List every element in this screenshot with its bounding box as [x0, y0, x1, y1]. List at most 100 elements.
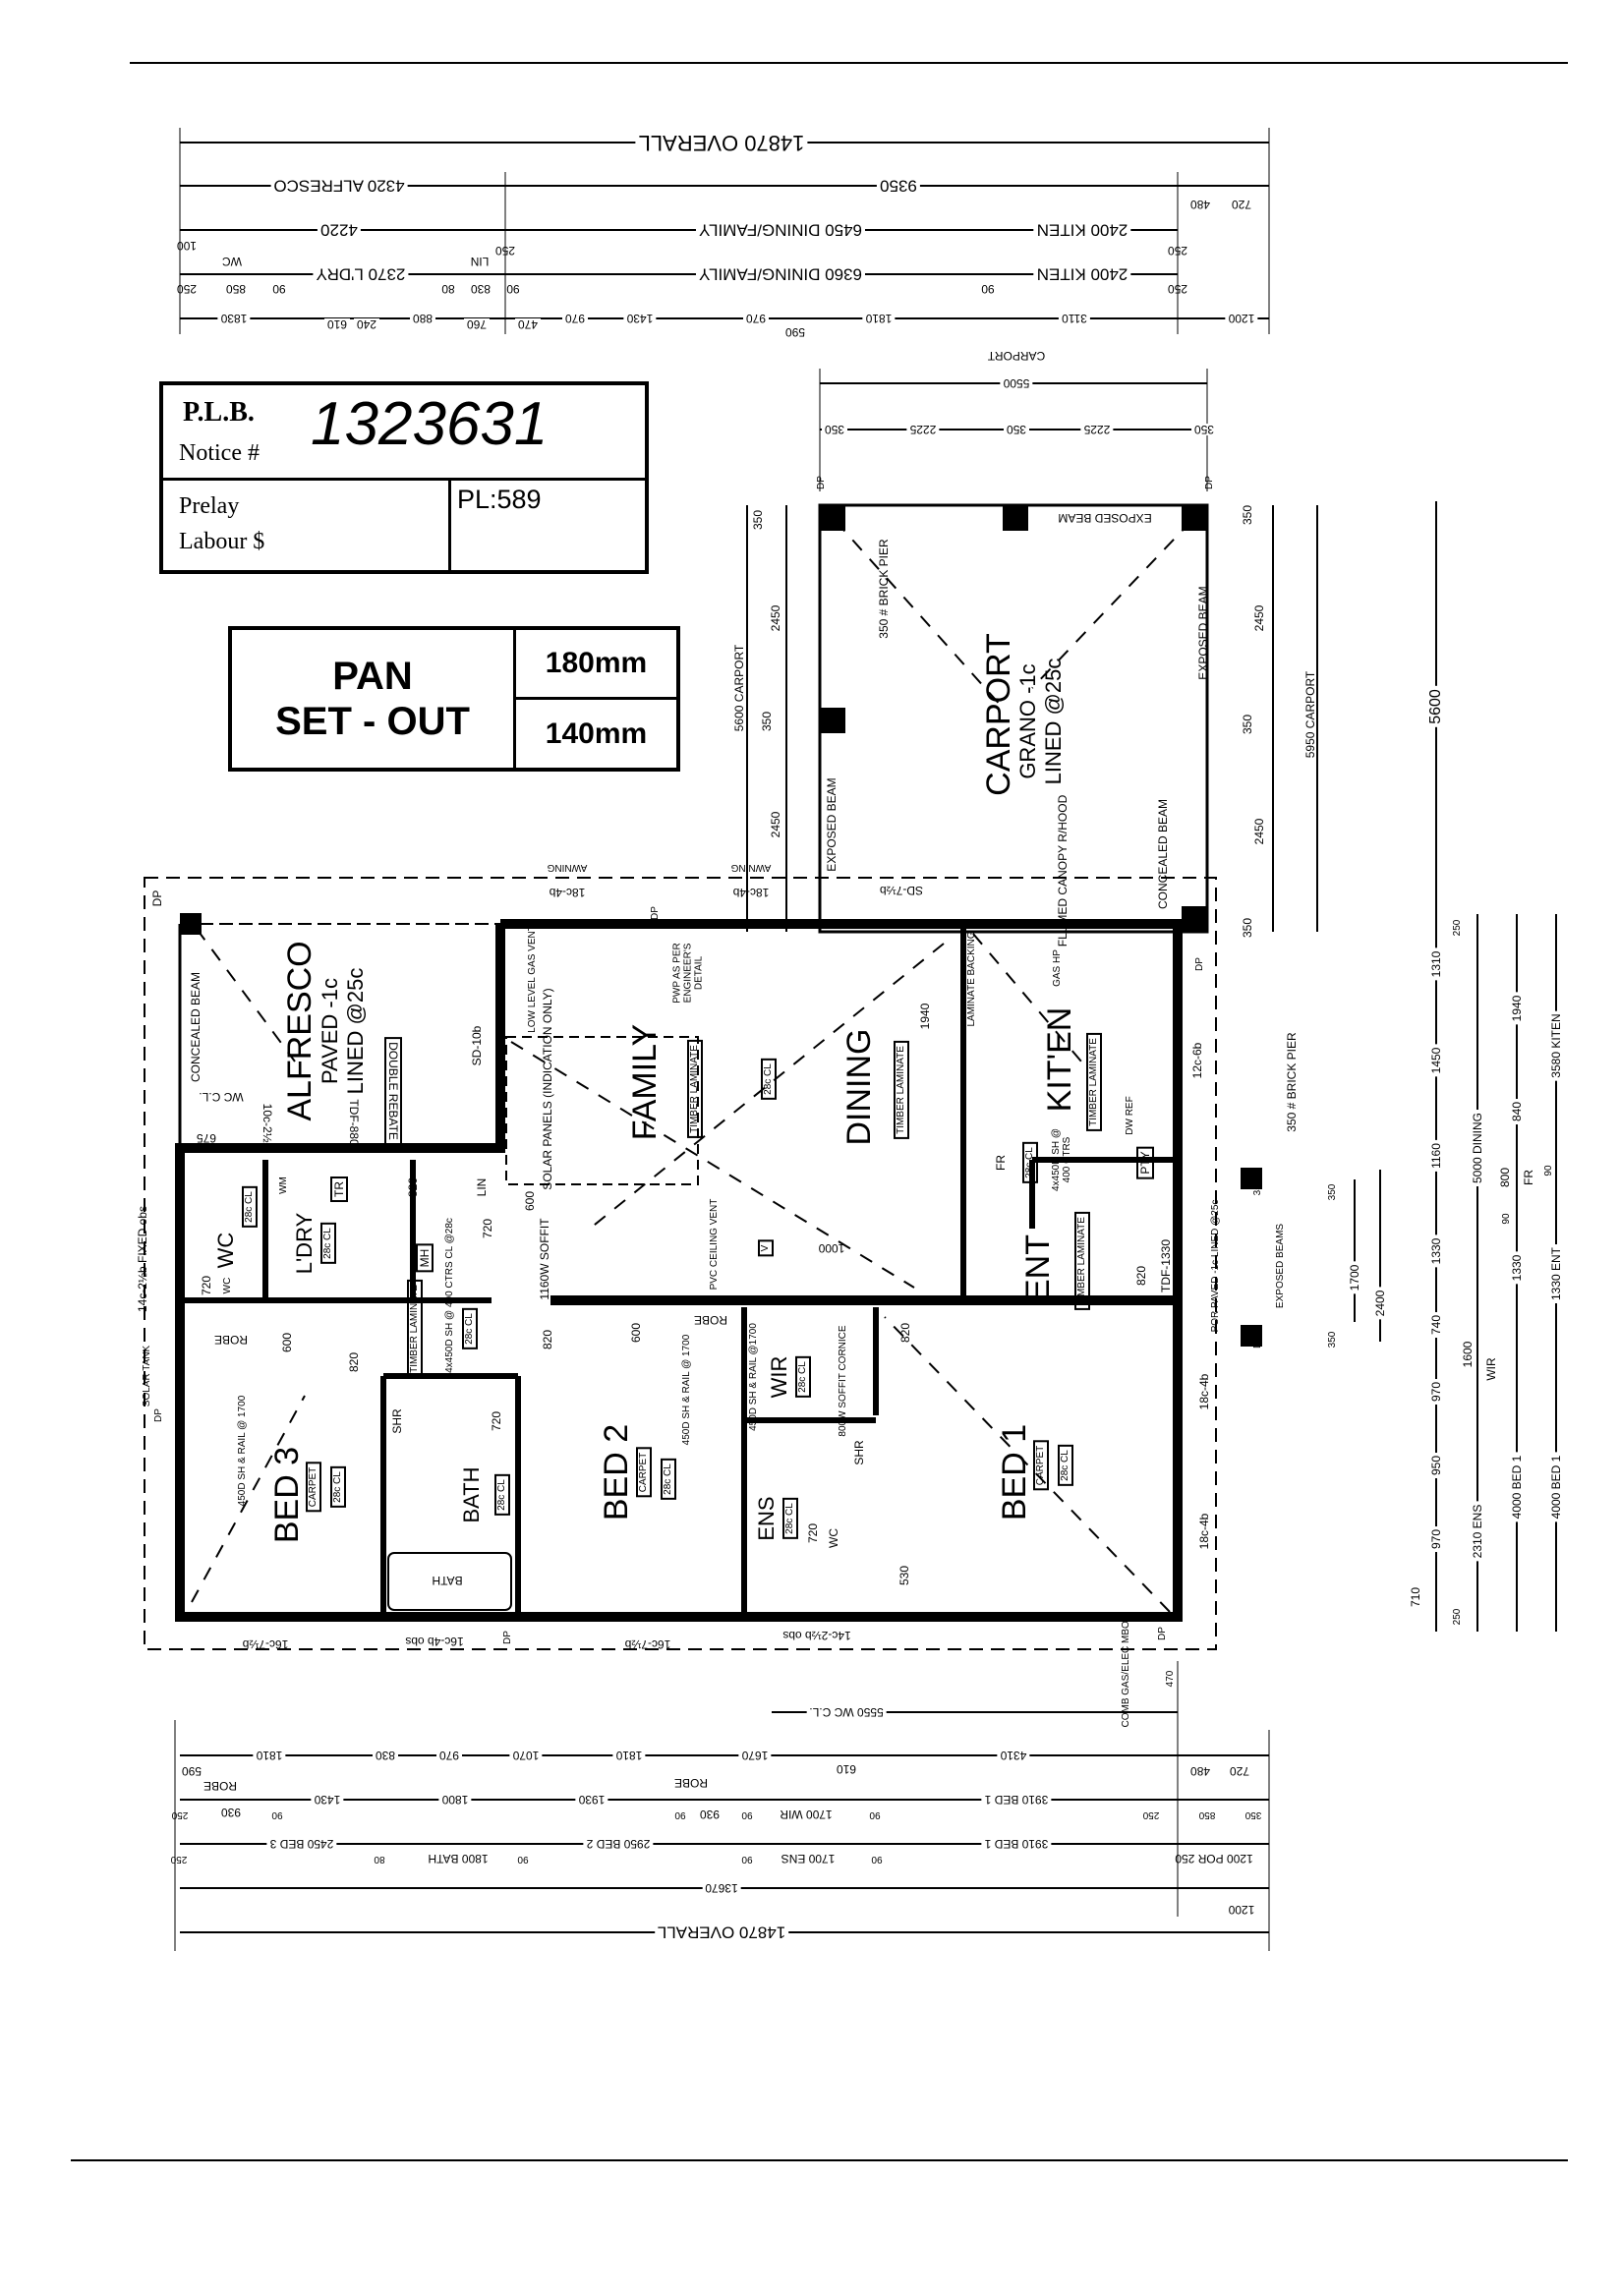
alfresco-675: 675 — [196, 1131, 217, 1145]
exposed-beam-top: EXPOSED BEAM — [1058, 511, 1152, 525]
bed2-820: 820 — [541, 1329, 554, 1350]
bed1-window: 18c-4b — [1197, 1373, 1211, 1410]
dim-bottom-r3: 1700 ENS — [781, 1852, 836, 1866]
dim-bottom-r1: 1670 — [738, 1749, 772, 1762]
dim-dining-family-6360: 6360 DINING/FAMILY — [696, 265, 865, 284]
dim-bottom-r2: 350 — [1244, 1809, 1262, 1820]
dim-80: 80 — [441, 282, 455, 296]
prelay-label: Prelay — [179, 493, 240, 519]
dim-right-kiten: 3580 KITEN — [1549, 1010, 1563, 1081]
dim-bottom-r2: 90 — [271, 1809, 283, 1820]
laundry-720: 720 — [481, 1218, 494, 1239]
downpipe: DP — [1252, 1335, 1263, 1349]
bed1-window: 18c-4b — [1197, 1513, 1211, 1550]
dim-porch-350: 350 — [1327, 1180, 1338, 1204]
dim-right-840: 840 — [1510, 1098, 1524, 1125]
dim-bottom-1200: 1200 — [1228, 1903, 1255, 1917]
bottom-window: 14c-2½b obs — [782, 1629, 851, 1642]
trough: TR — [330, 1177, 348, 1202]
dim-bottom-r2: 1800 — [438, 1793, 472, 1807]
bed2-carpet: CARPET — [636, 1447, 652, 1498]
awning-window: 18c-4b — [732, 886, 770, 899]
dim-right-250: 250 — [1452, 916, 1463, 940]
dim-overall-bottom: 14870 OVERALL — [654, 1923, 789, 1942]
dim-top-r5: 970 — [561, 312, 589, 325]
plb-title: P.L.B. — [183, 397, 255, 428]
dim-right-a: 1330 — [1429, 1234, 1443, 1268]
dining-floor: TIMBER LAMINATE — [894, 1041, 909, 1139]
downpipe: DP — [650, 906, 661, 920]
dim-carport-left: 2450 — [769, 602, 782, 635]
dim-bottom-r1: 720 — [1226, 1764, 1253, 1778]
dim-720: 720 — [1231, 198, 1252, 211]
vent-symbol: V — [758, 1239, 774, 1257]
room-ensuite: ENS — [754, 1496, 779, 1541]
dim-bottom-r3: 90 — [741, 1854, 753, 1865]
pwp-note: PWP AS PER ENGINEER'S DETAIL — [671, 943, 705, 1004]
room-kitchen: KIT'EN — [1041, 1006, 1078, 1113]
dim-carport-label: CARPORT — [987, 349, 1046, 363]
dim-bottom-r1: 1070 — [509, 1749, 543, 1762]
washing-machine: WM — [278, 1177, 289, 1194]
concealed-beam: CONCEALED BEAM — [1156, 798, 1170, 910]
dim-250: 250 — [494, 244, 516, 258]
dim-90: 90 — [506, 282, 520, 296]
room-entry: ENT — [1019, 1234, 1057, 1301]
dim-100: 100 — [176, 239, 198, 253]
dim-right-ent: 1330 ENT — [1549, 1243, 1563, 1304]
dim-dining-family-6450: 6450 DINING/FAMILY — [696, 221, 865, 240]
dim-top-r5: 1200 — [1225, 312, 1258, 325]
room-alfresco: ALFRESCO — [281, 941, 318, 1121]
hall-ceiling: 28c CL — [462, 1308, 478, 1349]
gas-hotplate: GAS HP — [1052, 949, 1063, 987]
dim-right-90: 90 — [1543, 1162, 1554, 1179]
dim-bottom-r2: 1930 — [575, 1793, 608, 1807]
fridge-recess: FR — [994, 1155, 1008, 1171]
dim-bottom-r1: 480 — [1186, 1764, 1214, 1778]
downpipe: DP — [1157, 1627, 1168, 1640]
dim-porch-1700: 1700 — [1348, 1261, 1361, 1294]
exposed-beam-left: EXPOSED BEAM — [825, 777, 839, 872]
dim-bottom-r2: 850 — [1198, 1809, 1216, 1820]
rangehood-note: FLUMED CANOPY R/HOOD — [1056, 794, 1070, 947]
dining-1940: 1940 — [918, 1003, 932, 1030]
dim-bottom-r3: 250 — [170, 1854, 188, 1865]
dining-600: 600 — [523, 1190, 537, 1212]
bed1-ceiling: 28c CL — [1058, 1445, 1073, 1486]
dim-top-r5: 590 — [781, 325, 809, 339]
dim-bottom-13670: 13670 — [702, 1881, 741, 1895]
dim-90: 90 — [272, 282, 286, 296]
dim-porch-2400: 2400 — [1373, 1287, 1387, 1320]
bed1-820: 820 — [898, 1322, 912, 1344]
dim-carport-part: 350 — [821, 423, 848, 436]
dim-top-r5: 3110 — [1059, 312, 1090, 325]
laundry-820: 820 — [406, 1177, 420, 1198]
dim-wc: WC — [222, 255, 242, 268]
carport-lining: LINED @25c — [1041, 658, 1066, 785]
dim-right-a: 1310 — [1429, 947, 1443, 981]
dim-carport-left: 350 — [760, 708, 774, 735]
bed3-robe: ROBE — [213, 1333, 249, 1347]
pl-cell: PL:589 — [448, 481, 645, 570]
dim-90: 90 — [981, 282, 995, 296]
dim-bottom-r3: 2450 BED 3 — [266, 1837, 337, 1851]
pan-title: PAN — [332, 655, 413, 698]
bed2-ceiling: 28c CL — [661, 1459, 676, 1500]
plb-stamp: P.L.B. Notice # 1323631 Prelay Labour $ … — [159, 381, 649, 574]
setout-title: SET - OUT — [275, 700, 470, 743]
room-laundry: L'DRY — [292, 1212, 317, 1275]
bath-tub — [387, 1552, 512, 1611]
dim-wc-cl: 5550 WC C.L. — [806, 1705, 887, 1719]
kitchen-window: 12c-6b — [1190, 1042, 1204, 1079]
dim-top-r5: 240 — [353, 317, 380, 331]
entry-350: 350 — [1252, 1178, 1263, 1196]
dim-bottom-r1: 830 — [372, 1749, 399, 1762]
dim-bottom-r3: 90 — [517, 1854, 529, 1865]
walls — [175, 919, 1183, 1622]
carport-brick-pier: 350 # BRICK PIER — [877, 539, 891, 639]
dim-bottom-r2: 250 — [171, 1809, 189, 1820]
bed1-carpet: CARPET — [1033, 1440, 1049, 1491]
bed2-robe: ROBE — [693, 1313, 728, 1327]
laminate-backing: LAMINATE BACKING — [966, 931, 977, 1027]
